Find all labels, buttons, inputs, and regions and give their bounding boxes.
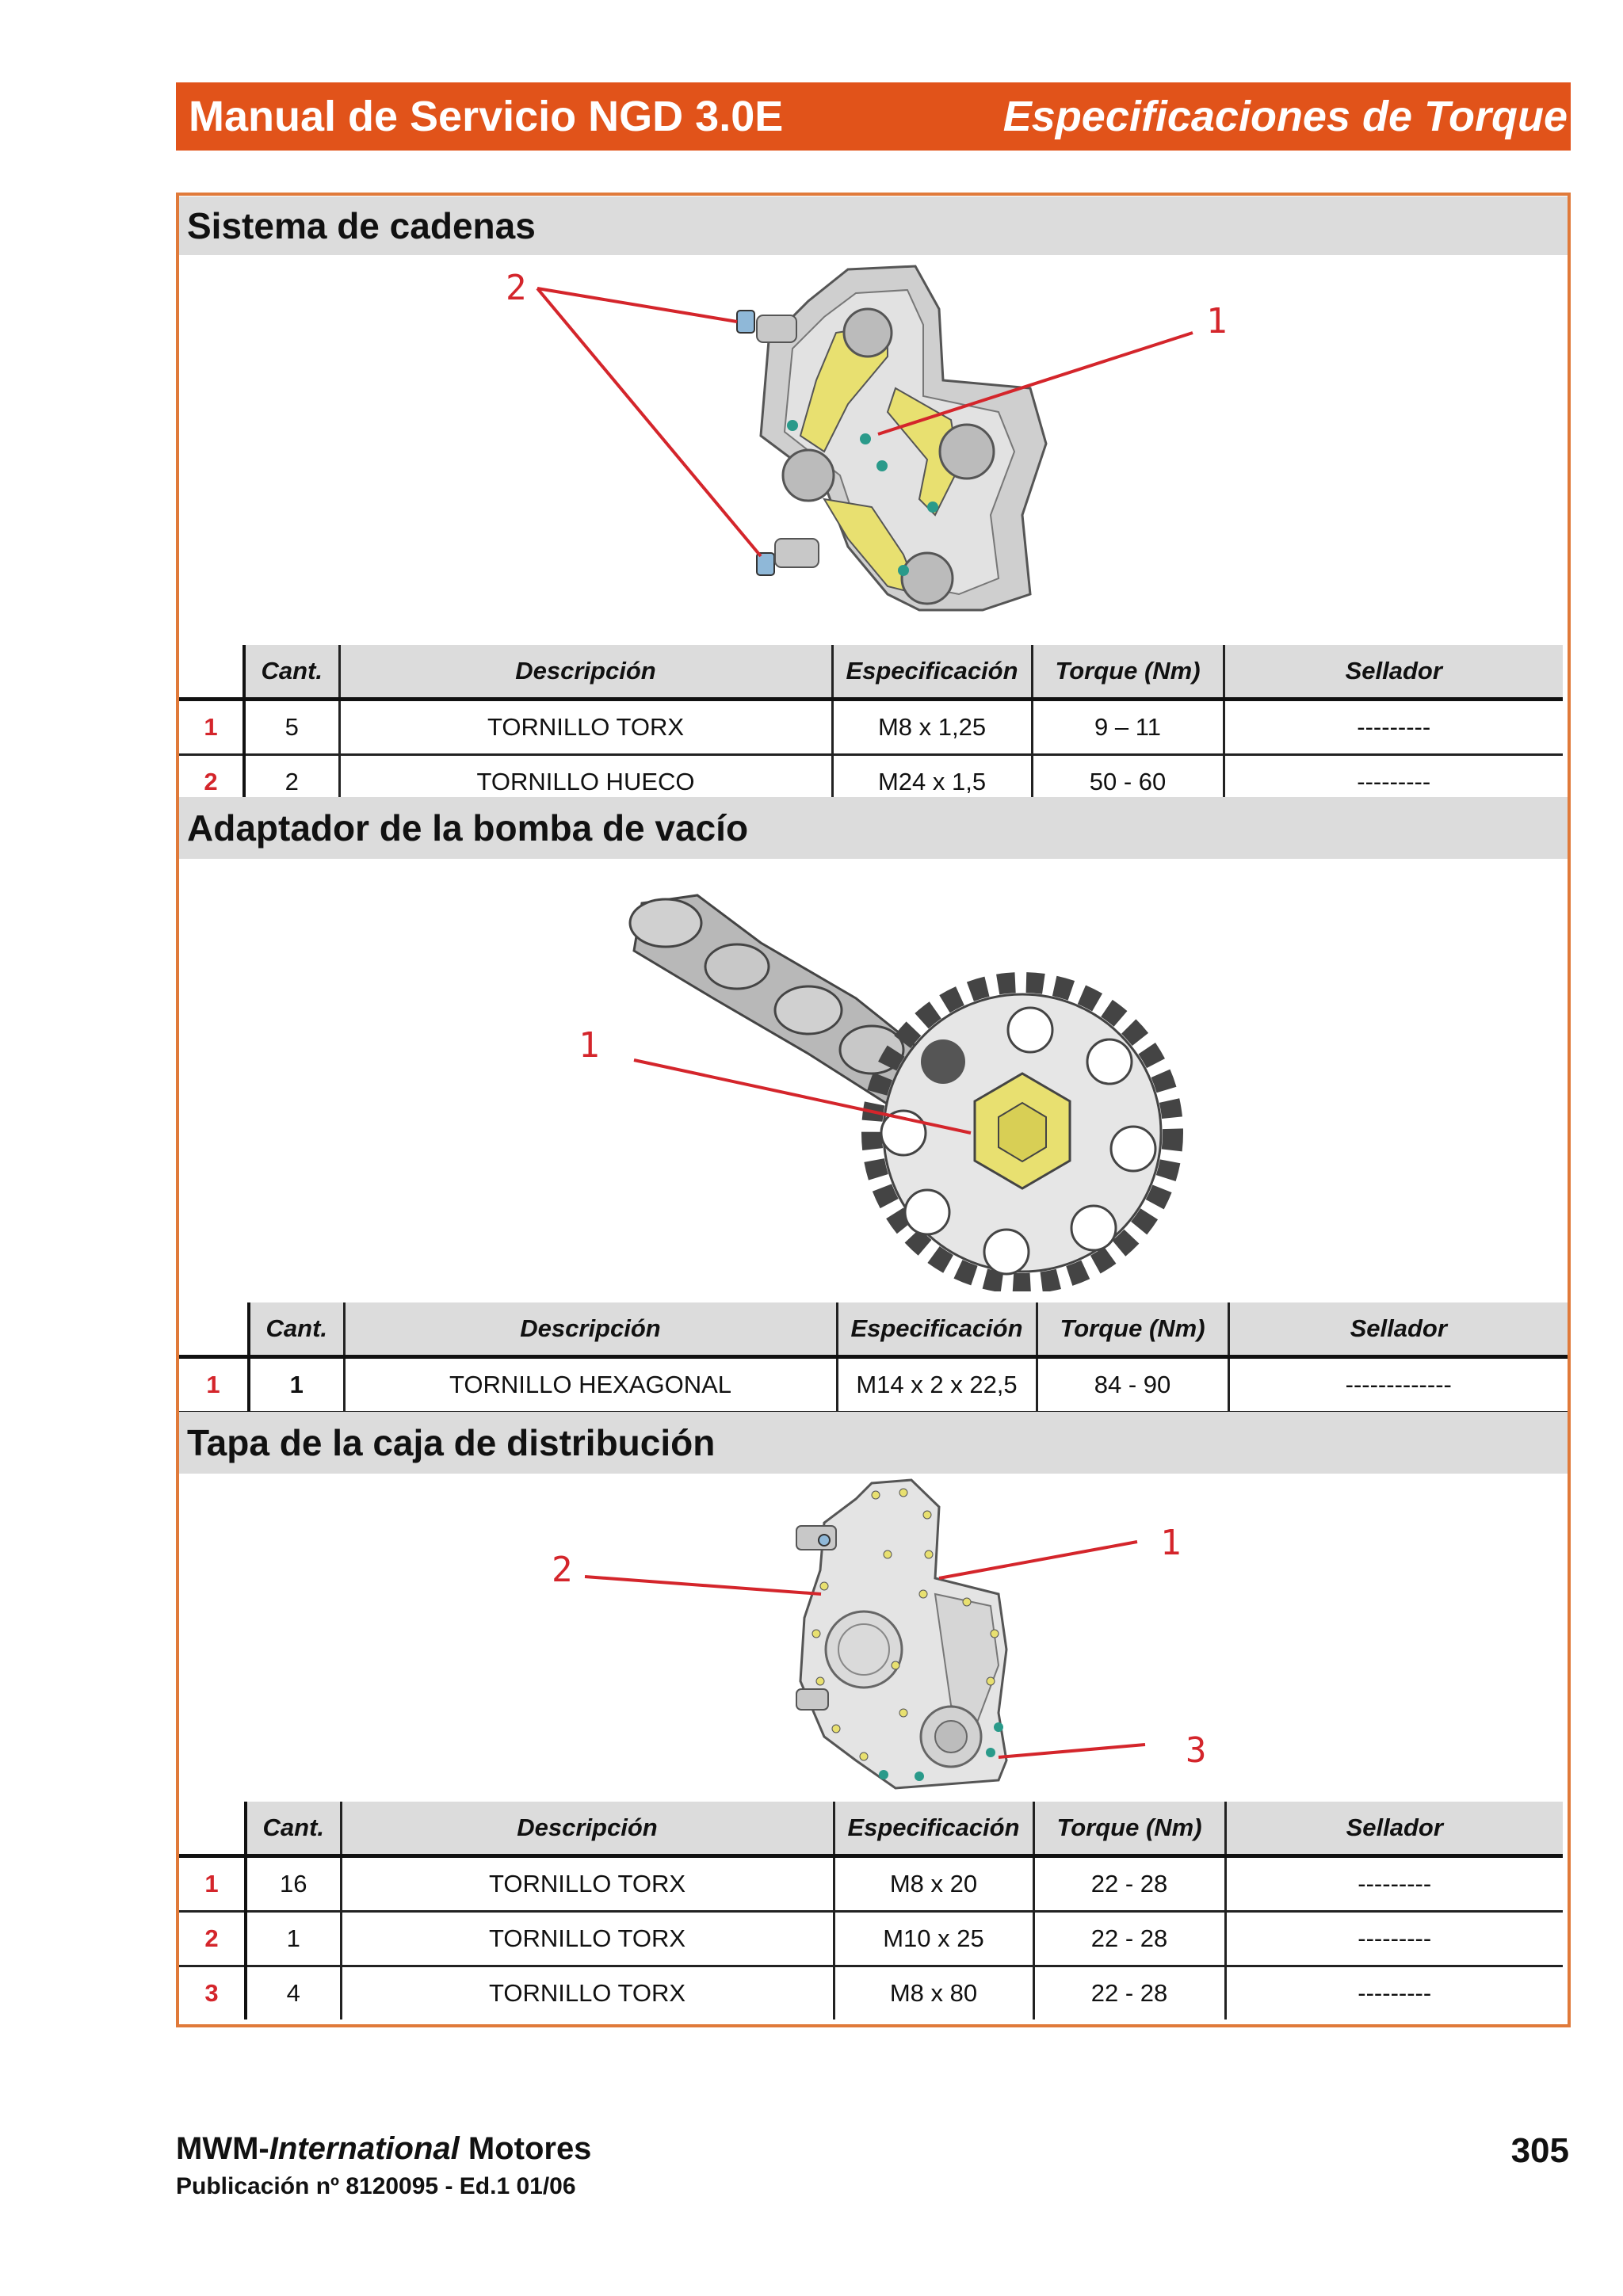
brand-italic: International	[269, 2131, 460, 2166]
timing-cover-figure: 1 2 3	[552, 1478, 1207, 1790]
content-frame	[176, 193, 1571, 2027]
cell-cant: 16	[246, 1855, 342, 1913]
cell-torque: 9 – 11	[1032, 699, 1225, 756]
cell-descripcion: TORNILLO TORX	[341, 1855, 835, 1913]
cell-sellador: ---------	[1225, 1911, 1563, 1967]
col-especificacion: Especificación	[837, 1302, 1038, 1359]
col-cant: Cant.	[244, 645, 341, 701]
row-index: 1	[179, 1356, 250, 1413]
cell-descripcion: TORNILLO TORX	[339, 699, 834, 756]
cell-descripcion: TORNILLO TORX	[341, 1911, 835, 1967]
cell-torque: 22 - 28	[1033, 1966, 1227, 2019]
header-bar: Manual de Servicio NGD 3.0E Especificaci…	[176, 82, 1571, 151]
col-torque: Torque (Nm)	[1033, 1802, 1227, 1858]
cell-cant: 4	[246, 1966, 342, 2019]
row-index: 1	[179, 1855, 247, 1913]
callout-3: 3	[1186, 1730, 1207, 1771]
brand-prefix: MWM-	[176, 2131, 269, 2166]
col-descripcion: Descripción	[341, 1802, 835, 1858]
row-index: 2	[179, 1911, 247, 1967]
col-sellador: Sellador	[1225, 1802, 1563, 1858]
chain-system-table: Cant. Descripción Especificación Torque …	[179, 645, 1563, 810]
section-title-chain-system: Sistema de cadenas	[179, 196, 1568, 255]
col-descripcion: Descripción	[339, 645, 834, 701]
col-especificacion: Especificación	[834, 1802, 1035, 1858]
footer-brand: MWM-International Motores	[176, 2131, 591, 2167]
section-title-timing-cover: Tapa de la caja de distribución	[179, 1412, 1568, 1474]
callout-2: 2	[506, 268, 527, 308]
timing-cover-table: Cant. Descripción Especificación Torque …	[179, 1802, 1563, 2019]
callout-1: 1	[579, 1025, 600, 1066]
table-header: Cant. Descripción Especificación Torque …	[179, 1302, 1568, 1359]
page-number: 305	[1510, 2131, 1569, 2170]
cell-cant: 1	[249, 1356, 346, 1413]
cell-especificacion: M8 x 1,25	[832, 699, 1033, 756]
col-cant: Cant.	[246, 1802, 342, 1858]
table-row: 1 16 TORNILLO TORX M8 x 20 22 - 28 -----…	[179, 1855, 1563, 1913]
cell-torque: 22 - 28	[1033, 1855, 1227, 1913]
cell-torque: 22 - 28	[1033, 1911, 1227, 1967]
callout-2: 2	[552, 1550, 573, 1590]
cell-sellador: -------------	[1228, 1356, 1568, 1413]
vacuum-pump-adapter-figure: 1	[579, 894, 1183, 1291]
cell-sellador: ---------	[1358, 1979, 1432, 2007]
table-header: Cant. Descripción Especificación Torque …	[179, 645, 1563, 701]
col-descripcion: Descripción	[344, 1302, 838, 1359]
cell-especificacion: M8 x 80	[834, 1966, 1035, 2019]
chain-system-figure: 2 1	[506, 265, 1228, 612]
table-header: Cant. Descripción Especificación Torque …	[179, 1802, 1563, 1858]
section-heading: Especificaciones de Torque	[1002, 93, 1568, 140]
table-row: 2 1 TORNILLO TORX M10 x 25 22 - 28 -----…	[179, 1911, 1563, 1967]
cell-descripcion: TORNILLO HEXAGONAL	[344, 1356, 838, 1413]
row-index: 3	[179, 1966, 247, 2019]
callout-1: 1	[1160, 1523, 1182, 1563]
col-cant: Cant.	[249, 1302, 346, 1359]
row-index: 1	[179, 699, 246, 756]
cell-sellador: ---------	[1225, 1855, 1563, 1913]
cell-descripcion: TORNILLO TORX	[341, 1966, 835, 2019]
table-row: 1 1 TORNILLO HEXAGONAL M14 x 2 x 22,5 84…	[179, 1356, 1568, 1413]
cell-torque: 84 - 90	[1037, 1356, 1230, 1413]
callout-1: 1	[1206, 301, 1228, 341]
col-sellador: Sellador	[1228, 1302, 1568, 1359]
publication-info: Publicación nº 8120095 - Ed.1 01/06	[176, 2173, 576, 2199]
col-torque: Torque (Nm)	[1037, 1302, 1230, 1359]
vacuum-pump-adapter-table: Cant. Descripción Especificación Torque …	[179, 1302, 1568, 1413]
cell-especificacion: M8 x 20	[834, 1855, 1035, 1913]
cell-cant: 5	[244, 699, 341, 756]
brand-suffix: Motores	[459, 2131, 592, 2166]
cell-especificacion: M10 x 25	[834, 1911, 1035, 1967]
col-especificacion: Especificación	[832, 645, 1033, 701]
section-title-vacuum-pump-adapter: Adaptador de la bomba de vacío	[179, 797, 1568, 859]
cell-cant: 1	[246, 1911, 342, 1967]
table-row: 3 4 TORNILLO TORX M8 x 80 22 - 28 ------…	[179, 1966, 1563, 2019]
cell-sellador: ---------	[1224, 699, 1563, 756]
manual-title: Manual de Servicio NGD 3.0E	[189, 93, 784, 140]
table-row: 1 5 TORNILLO TORX M8 x 1,25 9 – 11 -----…	[179, 699, 1563, 756]
col-torque: Torque (Nm)	[1032, 645, 1225, 701]
col-sellador: Sellador	[1224, 645, 1563, 701]
cell-especificacion: M14 x 2 x 22,5	[837, 1356, 1038, 1413]
